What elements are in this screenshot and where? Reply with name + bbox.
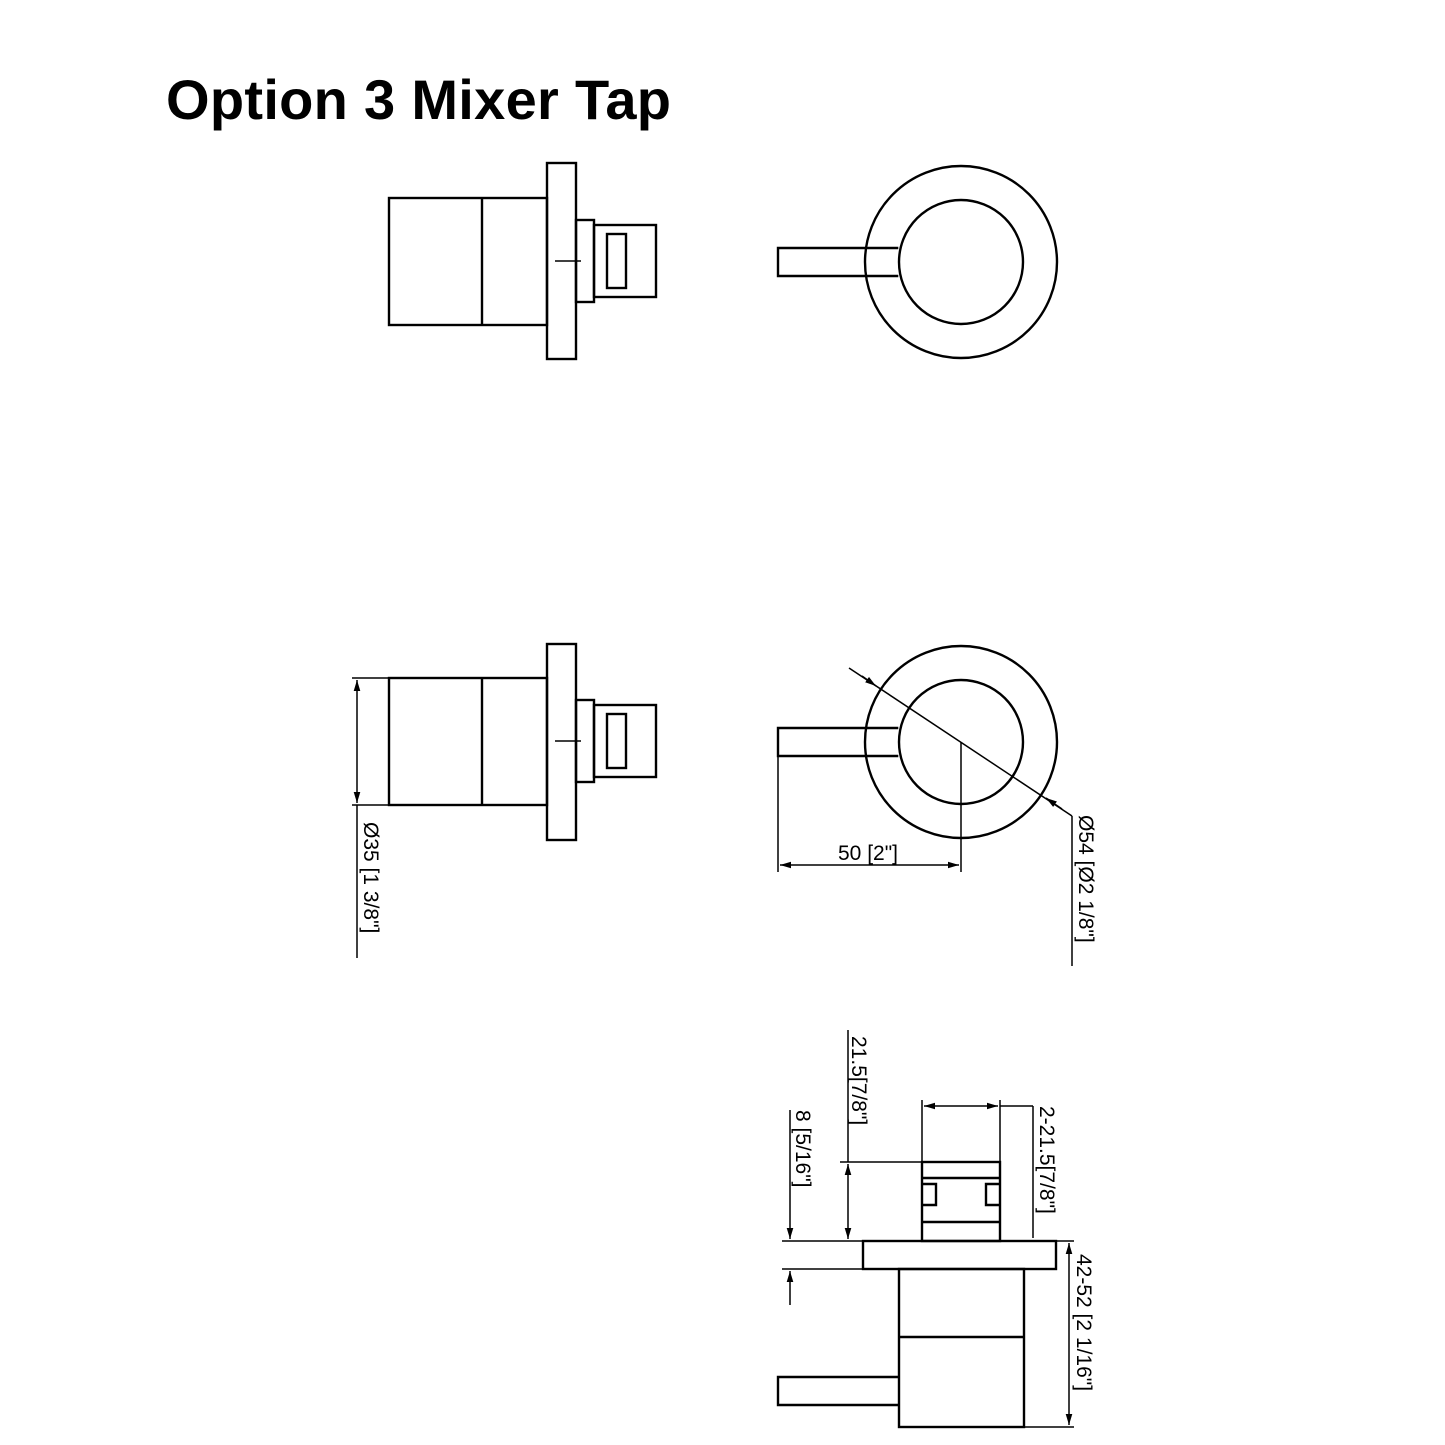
- cartridge-notch-right: [984, 1182, 1000, 1207]
- top-view-dimensioned: 21.5[7/8"] 8 [5/16"] 2-21.5[7/8"] 42-52 …: [776, 1030, 1095, 1429]
- dim-plate-thickness: 8 [5/16"]: [791, 1110, 814, 1188]
- valve-cartridge: [920, 1160, 1002, 1243]
- valve-body: [592, 223, 658, 299]
- body-cylinder: [387, 196, 549, 327]
- valve-slot: [605, 232, 628, 290]
- side-view-top: [387, 161, 658, 361]
- front-view-dimensioned: 50 [2"] Ø54 [Ø2 1/8"]: [776, 644, 1097, 966]
- dim-valve-width: 2-21.5[7/8"]: [1035, 1106, 1058, 1214]
- wall-plate: [545, 642, 578, 842]
- cover-plate-circle: [863, 164, 1059, 360]
- lever-handle: [776, 1375, 899, 1407]
- dim-body-diameter: Ø35 [1 3/8"]: [359, 822, 382, 933]
- dim-valve-depth: 21.5[7/8"]: [847, 1036, 870, 1125]
- body-cylinder: [897, 1267, 1026, 1429]
- valve-slot: [605, 712, 628, 770]
- valve-body: [592, 703, 658, 779]
- cartridge-notch-left: [922, 1182, 938, 1207]
- handle-hub-circle: [897, 198, 1025, 326]
- body-cylinder: [387, 676, 549, 807]
- dim-body-length: 42-52 [2 1/16"]: [1072, 1254, 1095, 1391]
- dim-handle-reach: 50 [2"]: [838, 842, 898, 865]
- side-view-dimensioned: Ø35 [1 3/8"]: [352, 642, 658, 958]
- lever-handle: [776, 246, 899, 278]
- wall-plate: [861, 1239, 1058, 1271]
- page-title: Option 3 Mixer Tap: [166, 68, 672, 131]
- dim-plate-diameter: Ø54 [Ø2 1/8"]: [1074, 815, 1097, 943]
- front-view-top: [776, 164, 1059, 360]
- lever-handle: [776, 726, 899, 758]
